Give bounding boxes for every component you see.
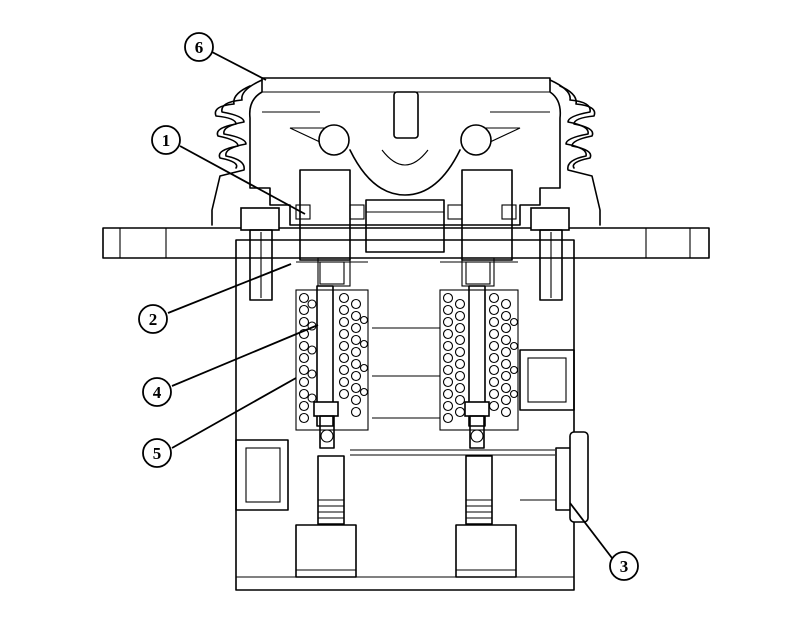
left-valve-assembly [240,169,369,525]
callout-4-label: 4 [153,383,162,402]
callout-5-label: 5 [153,444,162,463]
callout-1-label: 1 [162,131,171,150]
callout-3: 3 [609,551,639,581]
right-valve-assembly [439,169,570,525]
callout-2-label: 2 [149,310,158,329]
leader-line-4 [171,324,319,387]
leader-lines [167,51,613,559]
callout-2: 2 [138,304,168,334]
callout-4: 4 [142,377,172,407]
callout-6-label: 6 [195,38,204,57]
leader-line-5 [171,377,297,449]
valve-body [102,227,710,591]
upper-housing [248,77,562,253]
leader-line-1 [179,145,306,215]
leader-line-6 [211,51,267,81]
leader-line-3 [569,502,613,559]
callout-1: 1 [151,125,181,155]
bellows-boot [211,79,601,226]
callout-5: 5 [142,438,172,468]
callout-6: 6 [184,32,214,62]
leader-line-2 [167,263,292,314]
callout-3-label: 3 [620,557,629,576]
